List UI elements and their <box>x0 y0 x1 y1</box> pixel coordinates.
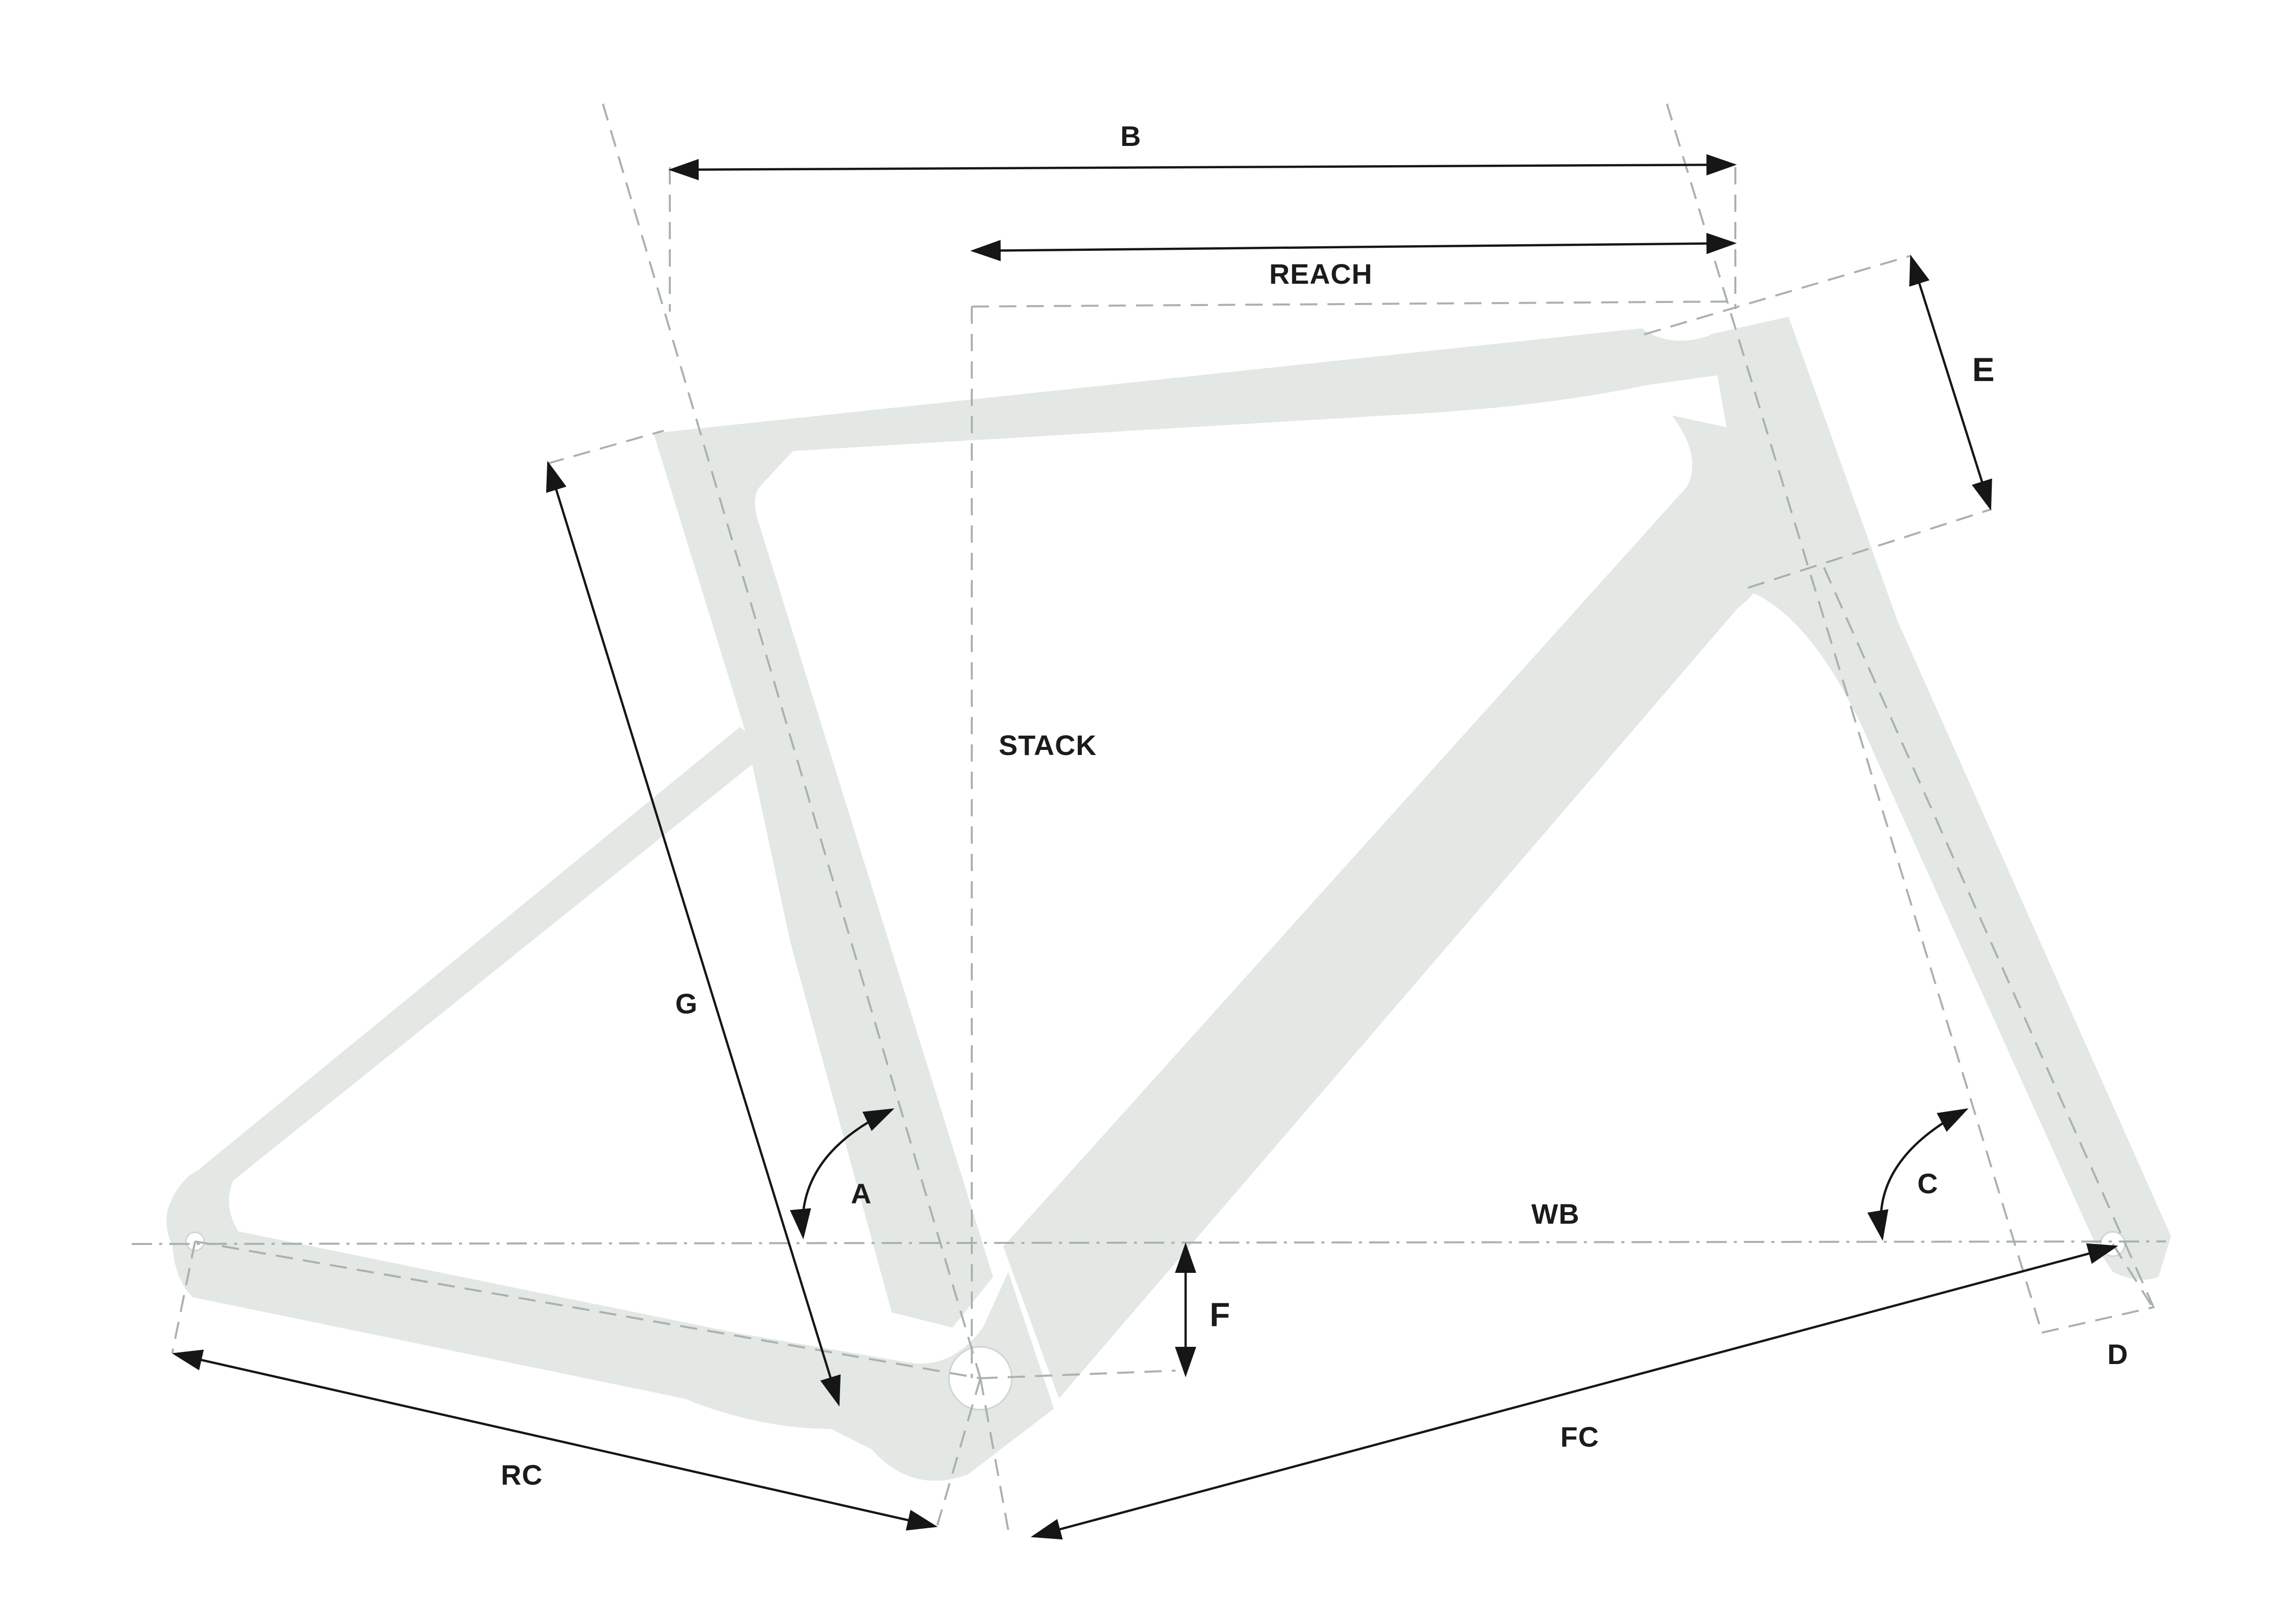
c-angle-arc <box>1867 1108 1969 1241</box>
wheelbase-axle-line <box>131 1240 2167 1245</box>
d-bottom-tick <box>2041 1306 2154 1334</box>
fc-arrow <box>1031 1243 2118 1540</box>
label-e: E <box>1972 351 1995 388</box>
label-rc: RC <box>501 1459 543 1491</box>
a-angle-arc <box>790 1108 895 1239</box>
head-tube-axis <box>1666 103 2043 1333</box>
d-right-tick <box>2112 1243 2157 1313</box>
label-a: A <box>851 1178 871 1210</box>
label-c: C <box>1917 1167 1938 1199</box>
top-tube <box>654 317 1794 451</box>
label-d: D <box>2107 1338 2128 1370</box>
label-fc: FC <box>1561 1421 1600 1453</box>
label-f: F <box>1209 1296 1230 1333</box>
b-arrow <box>668 154 1737 180</box>
stack-top-horizontal <box>971 300 1736 308</box>
head-tube-and-fork <box>1710 317 2171 1280</box>
seat-tube <box>654 433 993 1328</box>
rc-arrow <box>172 1349 938 1531</box>
rc-rear-tick <box>171 1241 196 1353</box>
dimension-labels: B REACH E STACK G A C WB F D RC FC <box>501 120 2128 1491</box>
label-wb: WB <box>1531 1198 1579 1230</box>
bike-frame-silhouette <box>166 317 2171 1481</box>
label-b: B <box>1120 120 1141 152</box>
g-top-extension <box>547 430 664 465</box>
g-arrow <box>546 461 841 1407</box>
reach-arrow <box>970 233 1737 261</box>
down-tube <box>1003 416 1759 1399</box>
e-arrow <box>1909 254 1992 511</box>
dimension-arrows <box>172 154 2118 1540</box>
label-reach: REACH <box>1269 258 1373 290</box>
label-stack: STACK <box>999 729 1097 761</box>
seat-tube-axis <box>602 103 981 1379</box>
label-g: G <box>675 988 698 1019</box>
e-top-extension <box>1644 255 1911 335</box>
e-bottom-extension <box>1747 508 1992 589</box>
